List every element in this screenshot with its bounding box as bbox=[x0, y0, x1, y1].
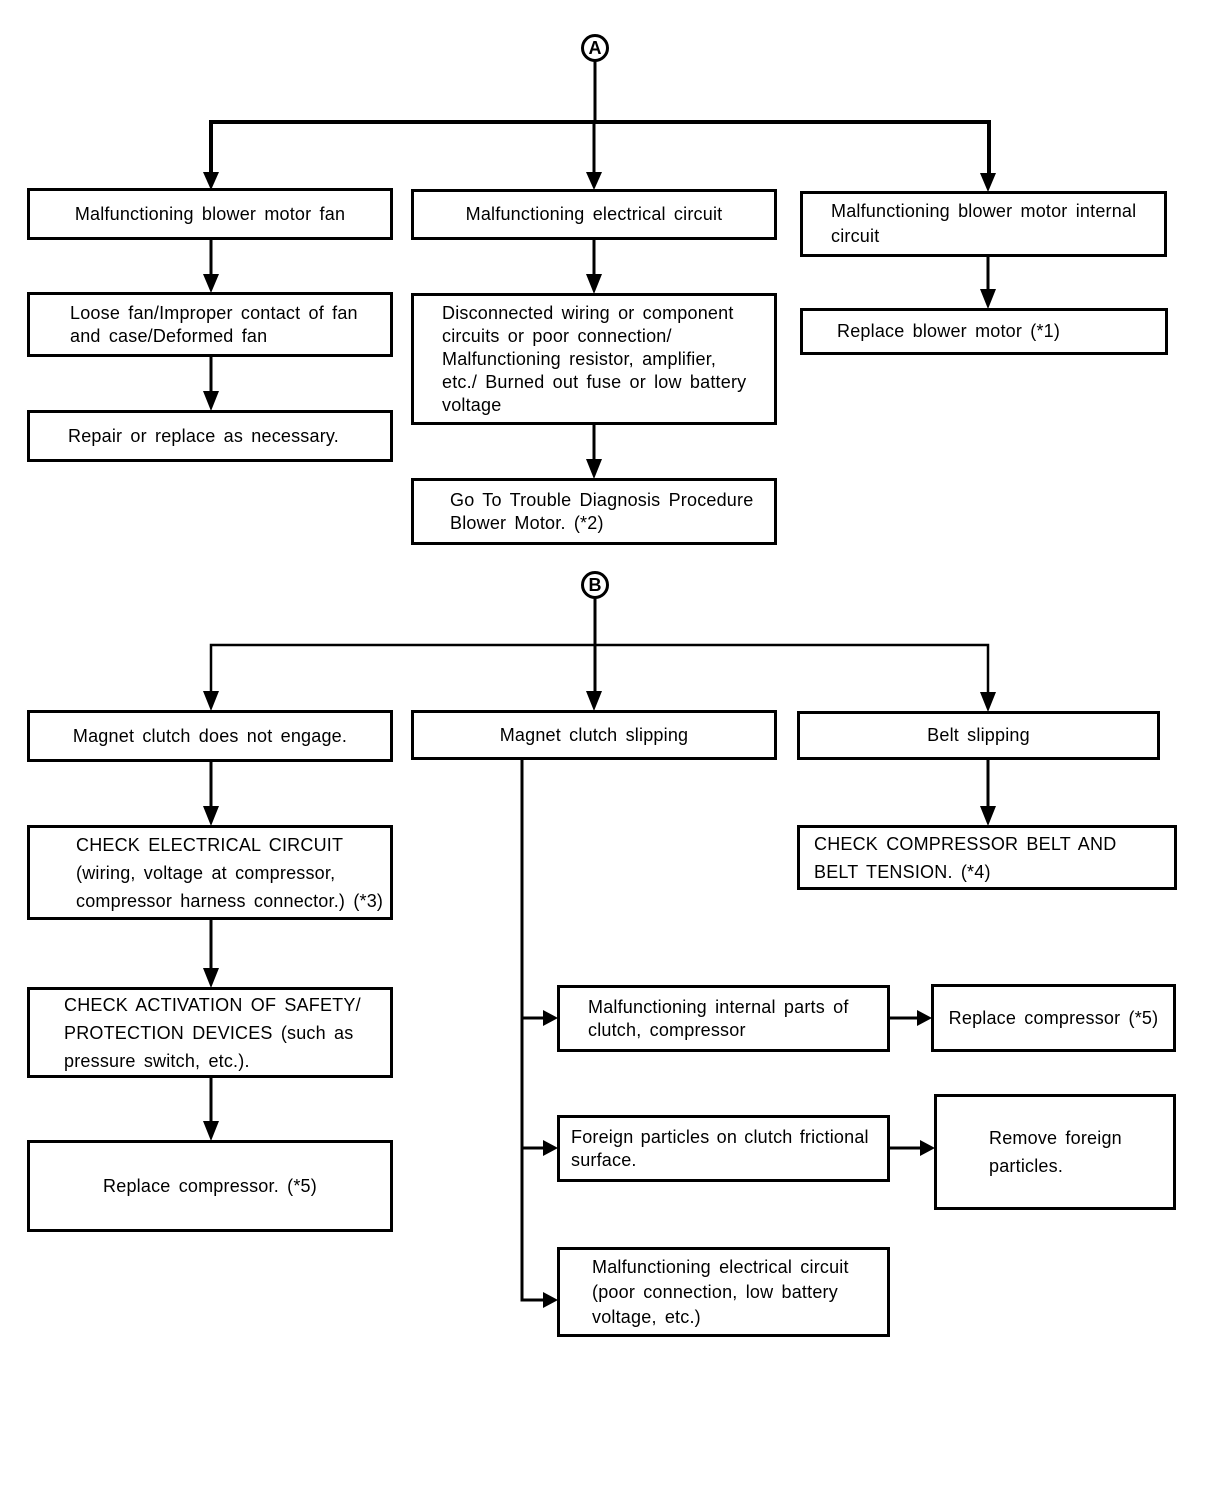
node-label: Loose fan/Improper contact of fan and ca… bbox=[70, 302, 358, 346]
node-label: Malfunctioning blower motor fan bbox=[74, 203, 346, 224]
node-label: Repair or replace as necessary. bbox=[68, 425, 339, 446]
node-magnet-clutch-slipping: Magnet clutch slipping bbox=[411, 710, 777, 760]
node-label: Malfunctioning electrical circuit (poor … bbox=[592, 1256, 849, 1327]
node-replace-compressor-left: Replace compressor. (*5) bbox=[27, 1140, 393, 1232]
node-check-safety-devices: CHECK ACTIVATION OF SAFETY/ PROTECTION D… bbox=[27, 987, 393, 1078]
node-clutch-does-not-engage: Magnet clutch does not engage. bbox=[27, 710, 393, 762]
connector-marker-a: A bbox=[581, 34, 609, 62]
connector-marker-b-label: B bbox=[588, 574, 602, 595]
connector-marker-a-label: A bbox=[588, 37, 602, 58]
node-label: Foreign particles on clutch frictional s… bbox=[571, 1126, 869, 1170]
node-foreign-particles: Foreign particles on clutch frictional s… bbox=[557, 1115, 890, 1182]
node-loose-fan-detail: Loose fan/Improper contact of fan and ca… bbox=[27, 292, 393, 357]
node-label: Magnet clutch does not engage. bbox=[72, 725, 348, 746]
node-label: Magnet clutch slipping bbox=[499, 724, 689, 745]
node-label: Go To Trouble Diagnosis Procedure Blower… bbox=[450, 489, 754, 533]
node-label: CHECK ELECTRICAL CIRCUIT (wiring, voltag… bbox=[76, 834, 384, 911]
node-label: Malfunctioning blower motor internal cir… bbox=[831, 201, 1137, 246]
node-remove-foreign-particles: Remove foreign particles. bbox=[934, 1094, 1176, 1210]
node-label: Malfunctioning electrical circuit bbox=[465, 204, 723, 224]
node-label: CHECK ACTIVATION OF SAFETY/ PROTECTION D… bbox=[64, 994, 361, 1071]
node-label: Remove foreign particles. bbox=[989, 1128, 1122, 1176]
node-replace-blower-motor: Replace blower motor (*1) bbox=[800, 308, 1168, 355]
node-disconnected-wiring-detail: Disconnected wiring or component circuit… bbox=[411, 293, 777, 425]
node-label: Replace compressor (*5) bbox=[948, 1007, 1159, 1028]
node-label: Disconnected wiring or component circuit… bbox=[442, 302, 747, 415]
node-label: Malfunctioning internal parts of clutch,… bbox=[588, 996, 849, 1040]
node-repair-or-replace: Repair or replace as necessary. bbox=[27, 410, 393, 462]
node-label: Belt slipping bbox=[927, 725, 1030, 745]
node-malfunctioning-blower-fan: Malfunctioning blower motor fan bbox=[27, 188, 393, 240]
node-go-to-trouble-diagnosis: Go To Trouble Diagnosis Procedure Blower… bbox=[411, 478, 777, 545]
node-check-electrical-circuit: CHECK ELECTRICAL CIRCUIT (wiring, voltag… bbox=[27, 825, 393, 920]
node-malfunctioning-electrical-circuit: Malfunctioning electrical circuit bbox=[411, 189, 777, 240]
node-replace-compressor-right: Replace compressor (*5) bbox=[931, 984, 1176, 1052]
node-blower-motor-internal-circuit: Malfunctioning blower motor internal cir… bbox=[800, 191, 1167, 257]
node-belt-slipping: Belt slipping bbox=[797, 711, 1160, 760]
node-label: Replace blower motor (*1) bbox=[837, 321, 1061, 341]
node-label: Replace compressor. (*5) bbox=[103, 1175, 317, 1196]
node-label: CHECK COMPRESSOR BELT AND BELT TENSION. … bbox=[814, 833, 1117, 882]
node-electrical-circuit-poor-connection: Malfunctioning electrical circuit (poor … bbox=[557, 1247, 890, 1337]
connector-marker-b: B bbox=[581, 571, 609, 599]
node-internal-parts-clutch: Malfunctioning internal parts of clutch,… bbox=[557, 985, 890, 1052]
node-check-compressor-belt: CHECK COMPRESSOR BELT AND BELT TENSION. … bbox=[797, 825, 1177, 890]
